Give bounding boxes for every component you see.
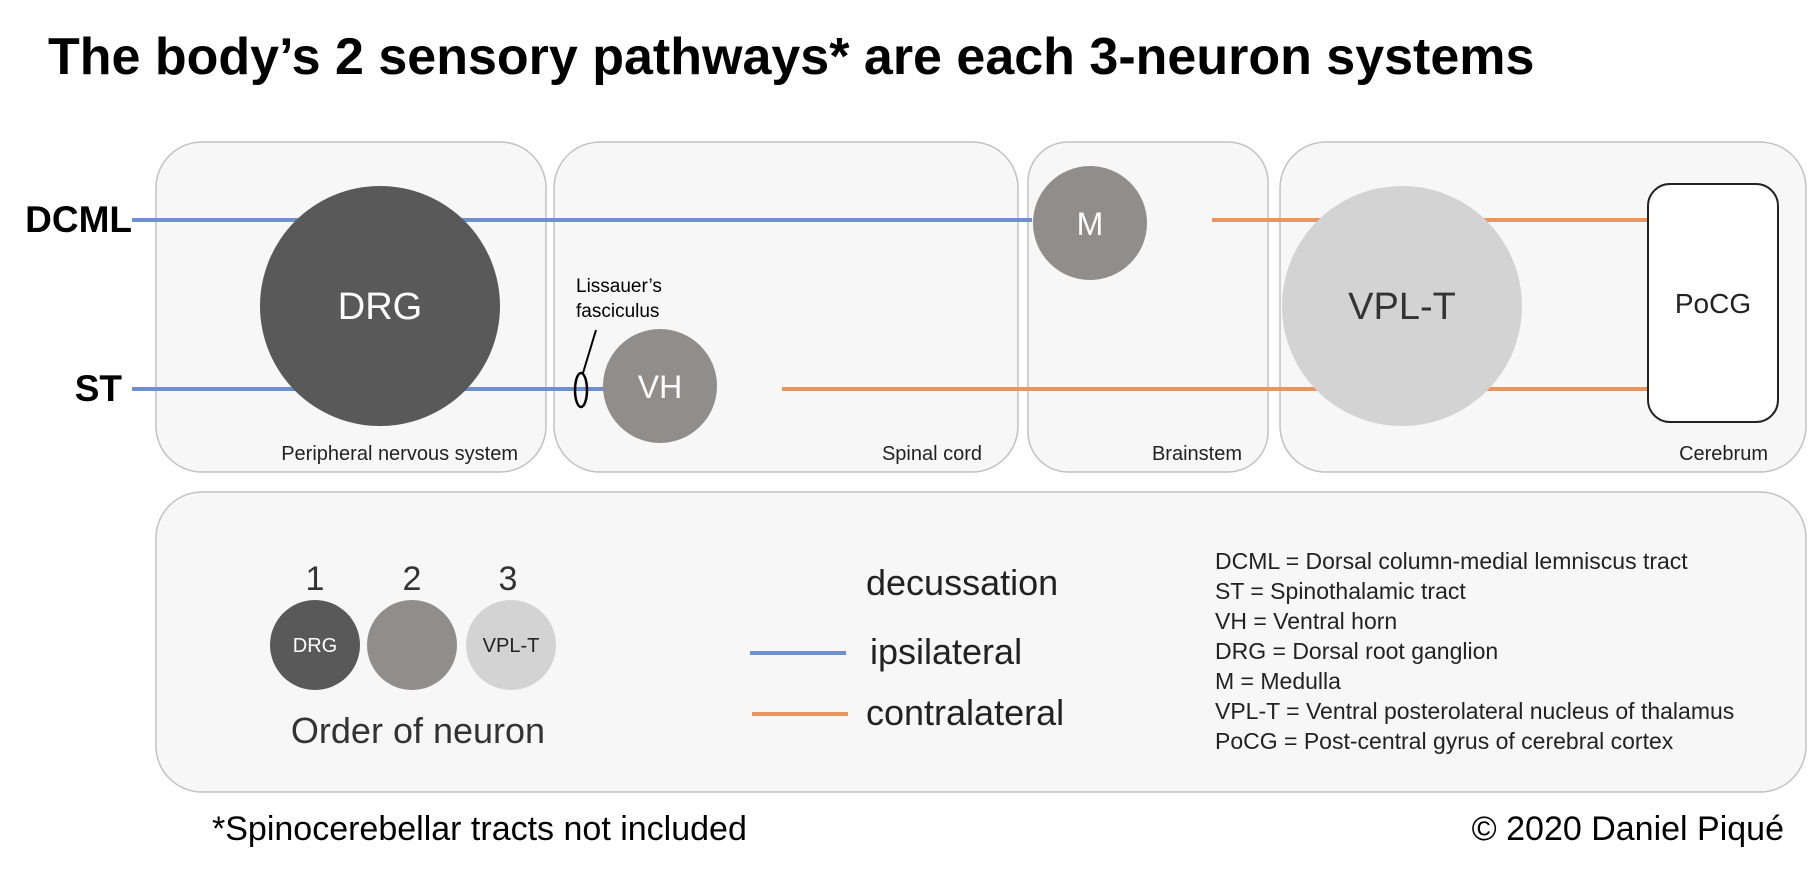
abbreviation-line: DCML = Dorsal column-medial lemniscus tr… xyxy=(1215,548,1688,574)
footnote: *Spinocerebellar tracts not included xyxy=(212,810,747,848)
abbreviation-line: DRG = Dorsal root ganglion xyxy=(1215,638,1498,664)
legend-decussation-label: decussation xyxy=(866,562,1058,603)
order-number-1: 1 xyxy=(306,560,325,598)
lissauer-fasciculus-marker xyxy=(573,371,589,409)
vh-neuron-label: VH xyxy=(638,369,682,405)
region-label-spinal-cord: Spinal cord xyxy=(882,443,982,465)
order-number-3: 3 xyxy=(499,560,518,598)
abbreviation-line: VPL-T = Ventral posterolateral nucleus o… xyxy=(1215,698,1734,724)
abbreviation-line: PoCG = Post-central gyrus of cerebral co… xyxy=(1215,728,1674,754)
pathway-label-dcml: DCML xyxy=(25,199,132,240)
order-number-2: 2 xyxy=(403,560,422,598)
abbreviation-line: M = Medulla xyxy=(1215,668,1341,694)
region-label-cerebrum: Cerebrum xyxy=(1679,443,1768,465)
legend-panel xyxy=(155,491,1807,793)
region-label-pns: Peripheral nervous system xyxy=(281,443,518,465)
pathway-label-st: ST xyxy=(75,368,123,409)
order-circle-third-label: VPL-T xyxy=(483,635,540,657)
m-neuron-label: M xyxy=(1077,206,1104,242)
drg-neuron xyxy=(260,186,500,426)
legend-contralateral-label: contralateral xyxy=(866,692,1064,733)
legend-ipsilateral-label: ipsilateral xyxy=(870,631,1022,672)
abbreviation-line: ST = Spinothalamic tract xyxy=(1215,578,1466,604)
vplt-neuron xyxy=(1282,186,1522,426)
region-label-brainstem: Brainstem xyxy=(1152,443,1242,465)
order-circle-first xyxy=(270,600,360,690)
abbreviation-line: VH = Ventral horn xyxy=(1215,608,1397,634)
page-title: The body’s 2 sensory pathways* are each … xyxy=(48,28,1534,86)
lissauer-fasciculus-label-line1: Lissauer’s xyxy=(576,276,662,297)
vh-neuron xyxy=(603,329,717,443)
vplt-neuron-label: VPL-T xyxy=(1348,286,1456,328)
lissauer-fasciculus-label-line2: fasciculus xyxy=(576,301,659,322)
pocg-box xyxy=(1647,183,1779,423)
pocg-label: PoCG xyxy=(1675,288,1751,319)
copyright: © 2020 Daniel Piqué xyxy=(1472,810,1784,848)
order-circle-third xyxy=(466,600,556,690)
order-circle-second xyxy=(367,600,457,690)
drg-neuron-label: DRG xyxy=(338,286,422,328)
m-neuron xyxy=(1033,166,1147,280)
order-circle-first-label: DRG xyxy=(293,635,337,657)
lissauer-fasciculus-pointer xyxy=(582,329,597,374)
order-caption: Order of neuron xyxy=(291,710,545,751)
